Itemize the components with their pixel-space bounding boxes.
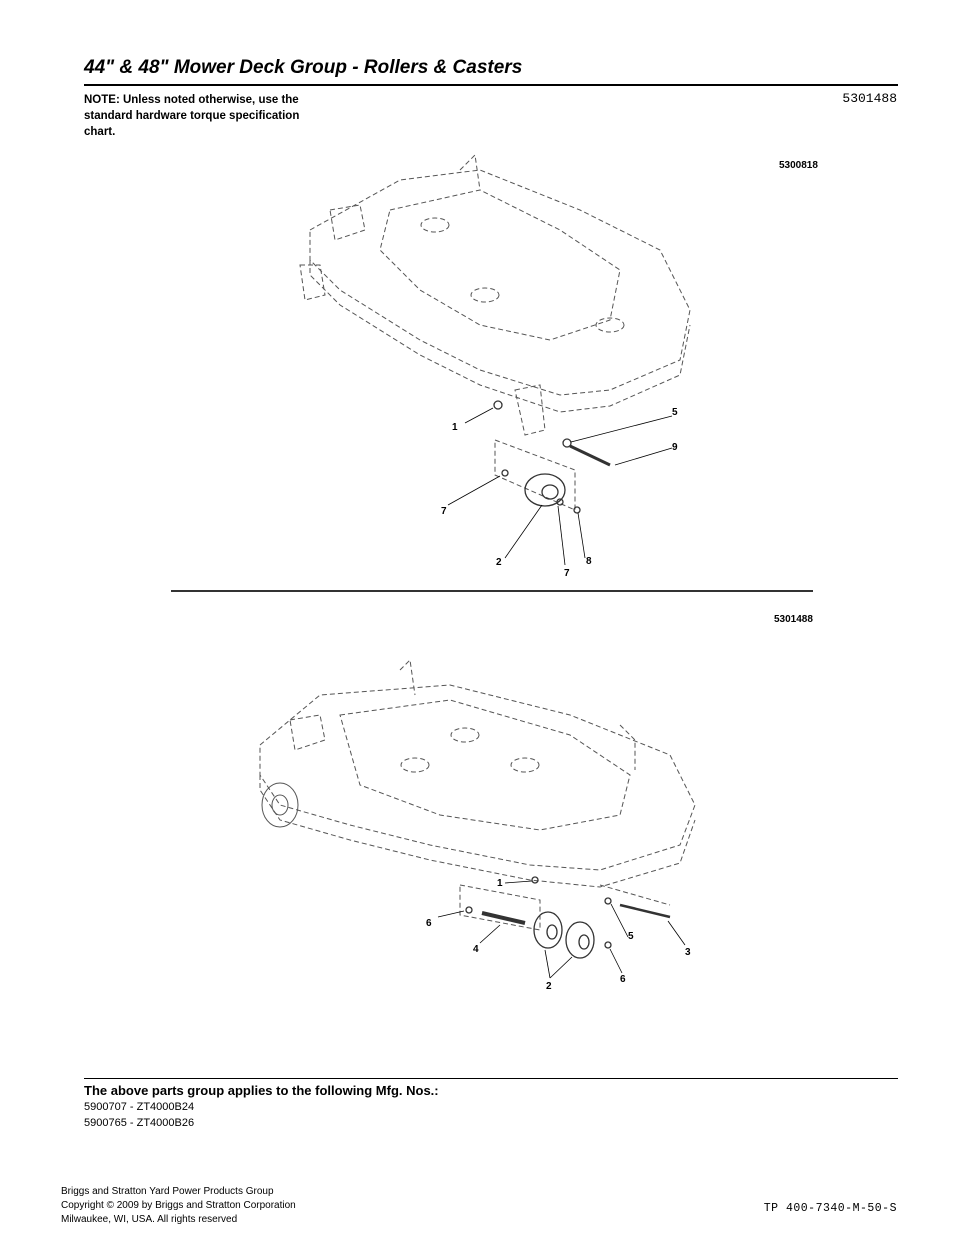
copyright-line: Copyright © 2009 by Briggs and Stratton … [61, 1200, 296, 1211]
figure-bottom-number: 5301488 [774, 614, 813, 625]
title-divider [84, 84, 898, 86]
applicability-divider [84, 1078, 898, 1079]
top-callout-5: 5 [672, 407, 678, 418]
deck-left-hitch [299, 264, 326, 301]
bottom-callout-5: 5 [628, 931, 634, 942]
caster-wheel [261, 782, 299, 828]
deck-outline [309, 169, 691, 396]
top-callout-7b: 7 [564, 568, 570, 579]
deck-top-panel [379, 189, 621, 341]
long-bolt [619, 903, 671, 919]
deck-rear-post [459, 153, 481, 191]
top-callout-7a: 7 [441, 506, 447, 517]
deck-left-bracket [289, 714, 326, 751]
deck-outline [259, 684, 696, 871]
top-callout-9: 9 [672, 442, 678, 453]
roller-shaft [481, 911, 526, 925]
top-callout-8: 8 [586, 556, 592, 567]
bottom-callout-2: 2 [546, 981, 552, 992]
document-number: 5301488 [842, 91, 897, 106]
page-title: 44" & 48" Mower Deck Group - Rollers & C… [84, 57, 523, 78]
top-deck-diagram: 1 5 9 7 2 7 8 [299, 153, 691, 579]
roller-wheel-left [533, 911, 563, 949]
bottom-deck-diagram: 1 6 5 3 4 2 6 [259, 658, 696, 992]
bottom-callout-3: 3 [685, 947, 691, 958]
bottom-callout-1: 1 [497, 878, 503, 889]
deck-top-panel [339, 699, 631, 831]
bottom-callout-6b: 6 [620, 974, 626, 985]
mfg-number-item: 5900707 - ZT4000B24 [84, 1101, 195, 1113]
mfg-number-item: 5900765 - ZT4000B26 [84, 1117, 195, 1129]
roller-wheel [524, 473, 566, 507]
roller-guard [494, 439, 576, 511]
deck-right-post [619, 724, 636, 770]
roller-guard-right [599, 884, 671, 906]
deck-skirt [309, 260, 691, 413]
deck-skirt [259, 775, 696, 888]
top-callout-1: 1 [452, 422, 458, 433]
deck-front-bracket [329, 204, 366, 241]
roller-wheel-right [565, 921, 595, 959]
applicability-heading: The above parts group applies to the fol… [84, 1083, 439, 1098]
figure-divider [171, 590, 813, 592]
bottom-callout-6a: 6 [426, 918, 432, 929]
torque-note: NOTE: Unless noted otherwise, use the st… [84, 94, 300, 138]
deck-rear-post [399, 658, 416, 696]
top-callout-2: 2 [496, 557, 502, 568]
roller-guard [459, 884, 541, 931]
company-name: Briggs and Stratton Yard Power Products … [61, 1186, 274, 1197]
figure-top-number: 5300818 [779, 160, 818, 171]
bottom-callout-4: 4 [473, 944, 479, 955]
company-address: Milwaukee, WI, USA. All rights reserved [61, 1214, 238, 1225]
roller-bracket [514, 384, 546, 436]
footer-document-id: TP 400-7340-M-50-S [763, 1202, 897, 1215]
